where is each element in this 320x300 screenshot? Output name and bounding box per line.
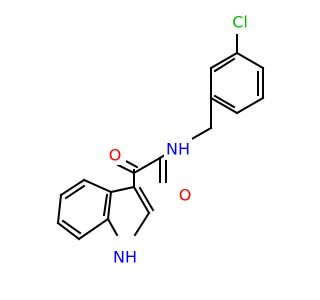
- bond: [188, 126, 213, 142]
- bond: [213, 57, 236, 73]
- bond: [59, 178, 86, 197]
- bond: [132, 156, 162, 175]
- indole-group: [56, 178, 155, 241]
- bond: [106, 217, 119, 237]
- chlorobenzyl-group: [188, 34, 265, 142]
- bond: [235, 51, 265, 70]
- indole-nitrogen-label: NH: [113, 248, 137, 267]
- bond: [64, 184, 86, 200]
- bond: [82, 178, 113, 194]
- bond: [235, 96, 265, 115]
- oxalamide-linker: [116, 149, 173, 188]
- bond: [109, 185, 136, 194]
- bond: [56, 221, 81, 241]
- bond: [77, 217, 110, 241]
- bond: [209, 51, 239, 70]
- ketone-oxygen-label: O: [109, 146, 122, 165]
- amide-oxygen-label: O: [179, 186, 192, 205]
- chlorine-label: Cl: [232, 13, 248, 32]
- bond: [102, 193, 109, 217]
- bond: [116, 163, 136, 175]
- bond: [138, 186, 155, 212]
- atom-labels: Cl NH O O NH: [106, 11, 254, 268]
- amide-nitrogen-label: NH: [166, 140, 190, 159]
- bond: [213, 94, 236, 109]
- bond: [133, 211, 151, 237]
- molecule-structure-diagram: Cl NH O O NH: [56, 11, 265, 268]
- bond: [106, 190, 113, 221]
- bond: [209, 96, 239, 115]
- bond: [61, 219, 82, 235]
- bond: [132, 185, 151, 215]
- bond: [56, 193, 63, 225]
